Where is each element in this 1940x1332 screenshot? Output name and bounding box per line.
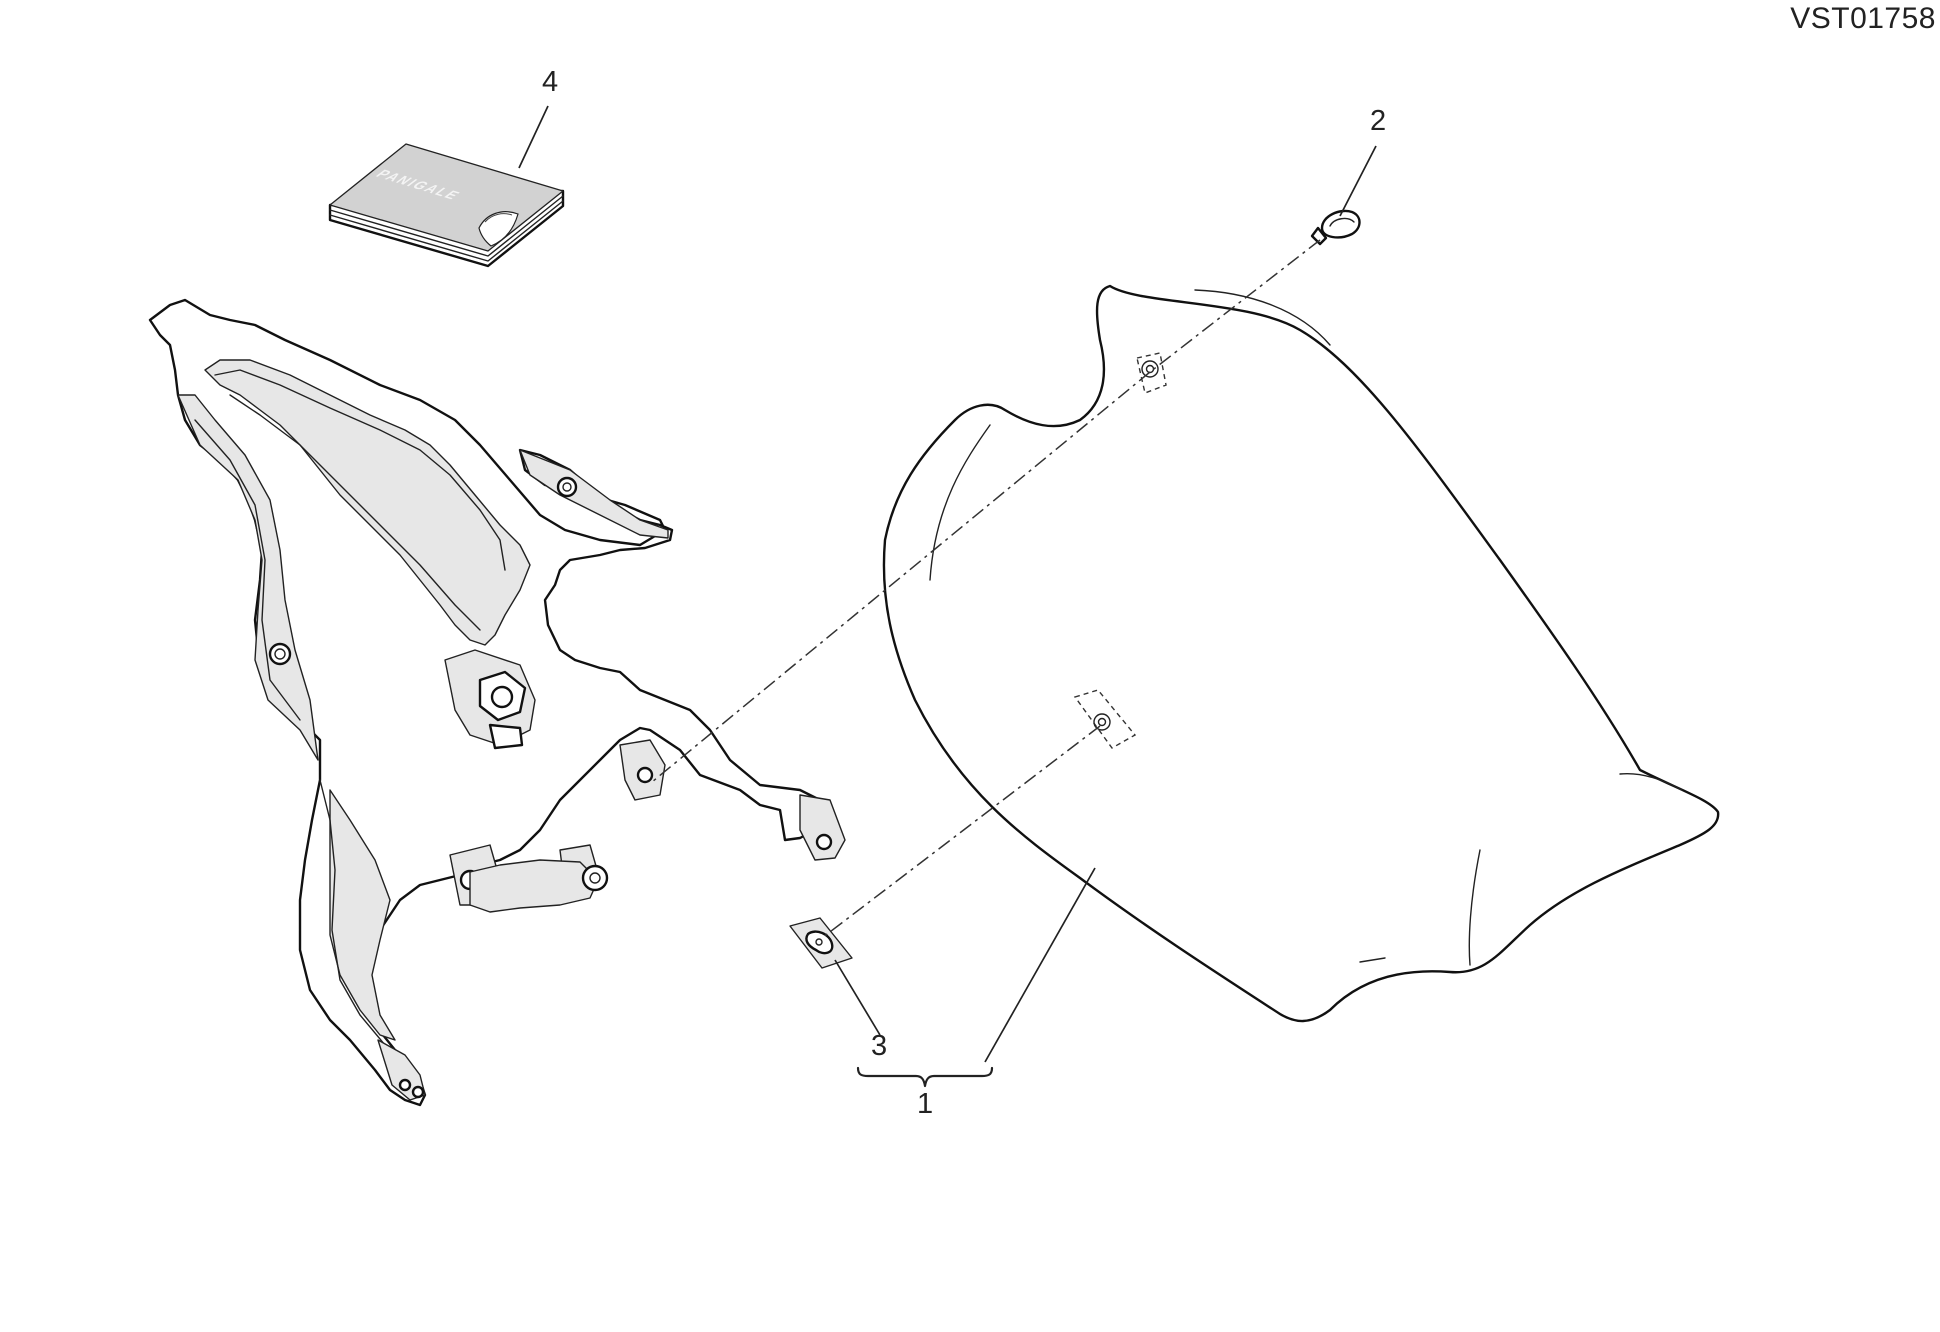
callout-2: 2	[1339, 105, 1386, 217]
part-4-owner-manual[interactable]: PANIGALE	[328, 143, 565, 268]
part-2-screw[interactable]	[1310, 209, 1361, 246]
callout-3: 3	[834, 959, 887, 1062]
assembly-axis-lines	[651, 239, 1321, 939]
rear-subframe-tail	[148, 298, 846, 1107]
part-3-clip-insert[interactable]	[789, 917, 853, 969]
seat-latch-bracket	[444, 649, 536, 750]
svg-text:2: 2	[1370, 105, 1386, 137]
ducati-shield-logo	[478, 211, 519, 247]
part-1-seat[interactable]	[882, 284, 1720, 1023]
drawing-reference-code: VST01758	[1790, 2, 1936, 35]
svg-text:1: 1	[917, 1088, 933, 1120]
callout-1: 1	[856, 867, 1096, 1120]
seat-clip-pocket	[1073, 689, 1137, 749]
callout-4: 4	[518, 66, 558, 169]
svg-text:4: 4	[542, 66, 558, 98]
svg-text:3: 3	[871, 1030, 887, 1062]
